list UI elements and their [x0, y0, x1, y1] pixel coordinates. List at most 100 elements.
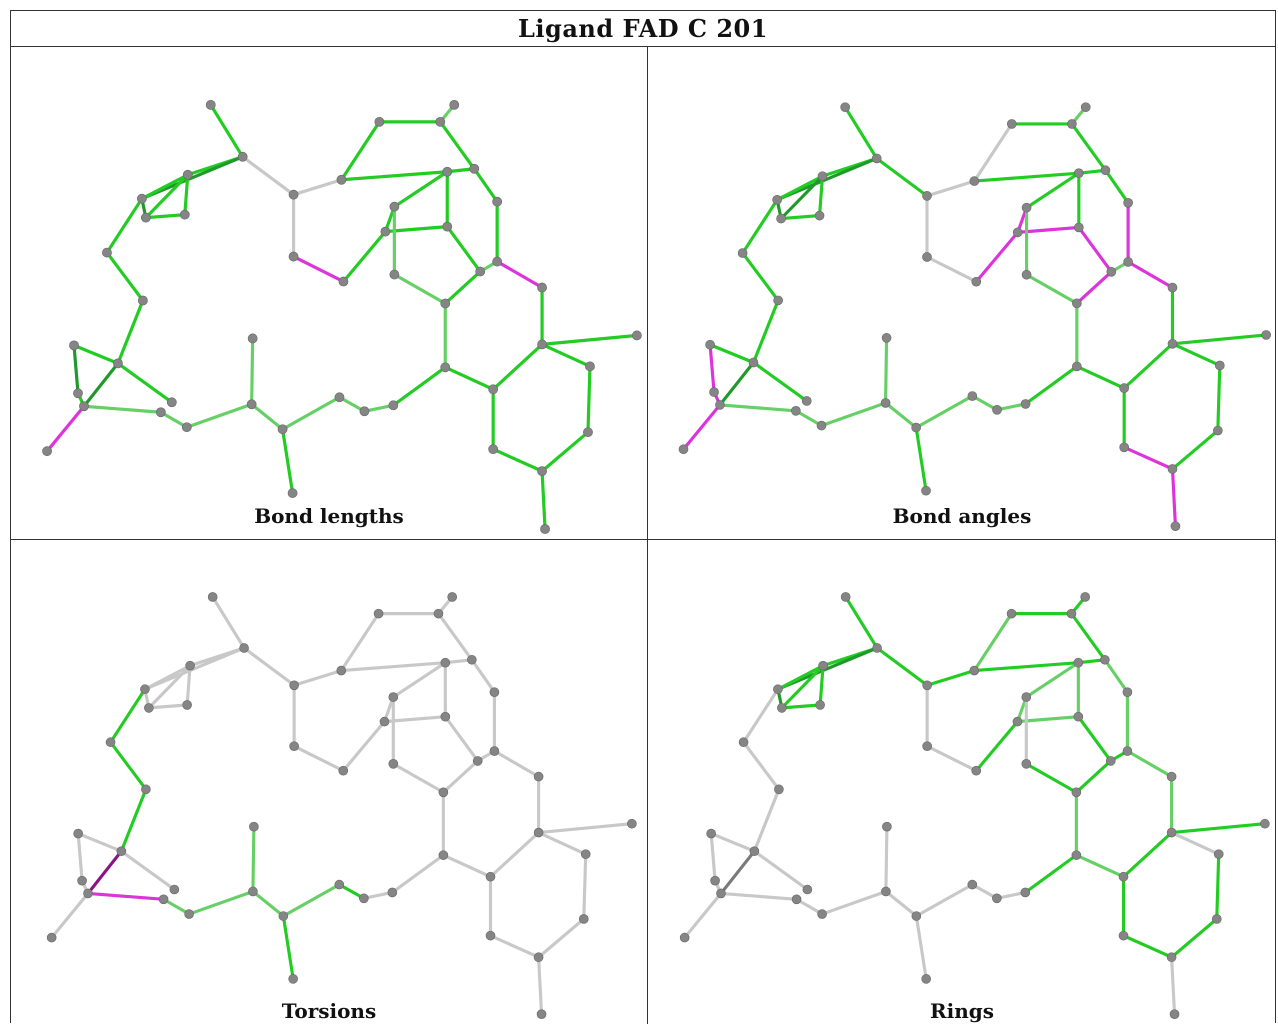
rings-atom — [706, 828, 716, 839]
bond-angles-bond — [925, 179, 976, 198]
torsions-atom — [182, 700, 192, 710]
bond-angles-bond — [708, 343, 716, 394]
rings-atom — [1071, 850, 1082, 860]
rings-bond — [719, 849, 756, 895]
molecule-view-torsions — [46, 592, 637, 1019]
rings-bond — [972, 612, 1014, 673]
bond-lengths-bond — [339, 170, 449, 182]
bond-angles-atom — [814, 210, 825, 221]
torsions-atom — [336, 665, 347, 676]
bond-angles-bond — [843, 105, 879, 161]
torsions-atom — [185, 660, 195, 671]
bond-lengths-bond — [209, 103, 245, 159]
rings-atom — [773, 684, 783, 695]
torsions-bond — [537, 917, 586, 959]
bond-lengths-atom — [537, 466, 547, 477]
rings-atom — [679, 932, 690, 943]
rings-atom — [1012, 716, 1023, 727]
torsions-bond — [390, 853, 445, 895]
bond-lengths-bond — [185, 402, 254, 429]
bond-lengths-atom — [102, 247, 112, 258]
bond-angles-bond — [1077, 225, 1113, 274]
bond-lengths-atom — [442, 221, 453, 232]
torsions-atom — [533, 771, 544, 782]
bond-lengths-bond — [495, 259, 544, 290]
panel-bond-angles: Bond angles — [648, 47, 1276, 540]
bond-angles-bond — [741, 198, 779, 255]
bond-lengths-atom — [42, 446, 52, 457]
rings-atom — [1122, 687, 1133, 697]
bond-angles-bond — [775, 174, 825, 202]
torsions-bond — [582, 852, 588, 921]
bond-angles-atom — [817, 171, 828, 182]
bond-lengths-atom — [469, 163, 480, 174]
bond-angles-bond — [1170, 342, 1222, 368]
torsions-atom — [278, 911, 289, 921]
rings-bond — [925, 744, 978, 773]
bond-lengths-atom — [540, 524, 550, 534]
bond-lengths-bond — [72, 343, 120, 365]
bond-angles-bond — [974, 230, 1020, 284]
bond-angles-atom — [715, 400, 725, 410]
bond-angles-bond — [1070, 122, 1108, 172]
bond-angles-atom — [881, 333, 892, 343]
bond-angles-atom — [969, 176, 980, 186]
bond-lengths-bond — [72, 343, 80, 395]
rings-bond — [1170, 830, 1221, 856]
bond-angles-atom — [1167, 464, 1178, 474]
bond-angles-bond — [718, 360, 756, 407]
rings-bond — [1076, 715, 1113, 763]
rings-bond — [1121, 830, 1174, 879]
rings-atom — [1166, 952, 1177, 963]
bond-lengths-bond — [339, 120, 381, 182]
rings-bond — [741, 740, 781, 791]
rings-bond — [752, 849, 809, 892]
rings-atom — [1213, 849, 1224, 859]
bond-angles-bond — [884, 336, 889, 405]
bond-lengths-bond — [159, 410, 189, 429]
torsions-atom — [387, 887, 398, 898]
torsions-atom — [207, 592, 218, 602]
bond-lengths-atom — [389, 269, 400, 280]
bond-angles-atom — [1106, 266, 1117, 277]
rings-bond — [1170, 917, 1219, 959]
rings-bond — [1170, 822, 1267, 835]
bond-lengths-atom — [73, 388, 83, 399]
torsions-bond — [488, 830, 541, 879]
bond-angles-atom — [922, 252, 932, 262]
rings-bond — [719, 891, 799, 901]
torsions-bond — [108, 740, 148, 791]
rings-bond — [884, 825, 889, 894]
torsions-atom — [472, 756, 483, 766]
rings-atom — [710, 875, 720, 886]
torsions-bond — [147, 664, 192, 710]
bond-angles-bond — [741, 251, 780, 302]
panel-caption-rings: Rings — [929, 999, 994, 1023]
bond-lengths-atom — [488, 444, 499, 455]
bond-lengths-atom — [334, 392, 345, 403]
torsions-atom — [169, 884, 180, 895]
bond-lengths-bond — [241, 155, 296, 197]
rings-bond — [820, 889, 888, 916]
bond-lengths-atom — [585, 361, 595, 372]
bond-angles-atom — [967, 391, 978, 401]
rings-bond — [776, 664, 825, 691]
bond-angles-bond — [751, 298, 780, 365]
torsions-bond — [339, 661, 447, 673]
torsions-bond — [147, 703, 189, 710]
bond-lengths-atom — [449, 99, 460, 110]
torsions-bond — [86, 891, 166, 901]
bond-lengths-atom — [288, 251, 299, 262]
bond-lengths-atom — [205, 99, 216, 110]
bond-lengths-bond — [291, 254, 346, 284]
bond-lengths-atom — [237, 151, 248, 162]
torsions-atom — [288, 974, 298, 984]
bond-lengths-bond — [250, 336, 255, 406]
bond-angles-bond — [708, 343, 756, 365]
torsions-bond — [391, 762, 445, 794]
bond-lengths-bond — [438, 120, 476, 171]
torsions-bond — [187, 889, 255, 916]
rings-atom — [716, 888, 726, 899]
rings-bond — [1170, 955, 1177, 1016]
rings-bond — [974, 720, 1020, 773]
